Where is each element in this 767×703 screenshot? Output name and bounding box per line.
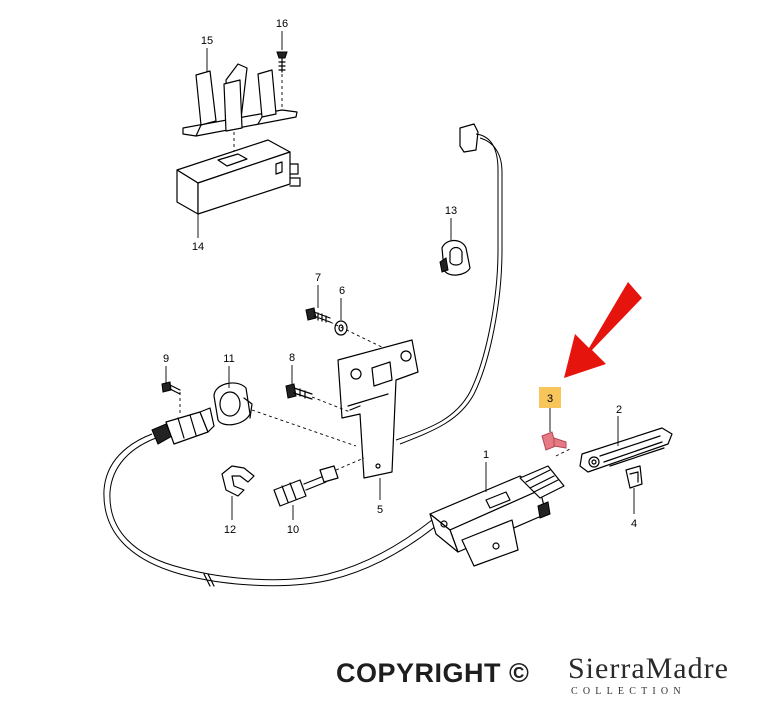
part-5-bracket-plate <box>337 339 419 479</box>
cable-end-connector <box>151 407 215 445</box>
part-8-screw <box>285 383 313 400</box>
part-3-pin-highlighted <box>539 387 567 451</box>
part-13-clip <box>439 239 471 276</box>
part-1-actuator <box>429 465 565 567</box>
part-4-clip <box>625 465 643 489</box>
callout-12: 12 <box>224 524 236 536</box>
callout-10: 10 <box>287 524 299 536</box>
cable-lower <box>103 433 437 587</box>
cable-upper <box>395 123 503 445</box>
callout-15: 15 <box>201 35 213 47</box>
part-14-control-unit <box>176 139 301 215</box>
brand-subtitle: COLLECTION <box>571 686 686 697</box>
part-6-washer <box>334 320 348 336</box>
callout-2: 2 <box>616 404 622 416</box>
callout-11: 11 <box>223 353 234 365</box>
brand-logo-text: SierraMadre <box>568 652 729 685</box>
callout-13: 13 <box>445 205 457 217</box>
copyright-notice: COPYRIGHT © <box>336 658 530 688</box>
part-15-bracket <box>182 63 298 137</box>
callout-labels: 1 2 3 4 5 6 7 8 9 10 11 12 13 14 15 16 <box>163 18 637 536</box>
callout-4: 4 <box>631 518 637 530</box>
part-10-rod-connector <box>273 465 339 507</box>
callout-7: 7 <box>315 272 321 284</box>
callout-6: 6 <box>339 285 345 297</box>
callout-8: 8 <box>289 352 295 364</box>
part-16-screw <box>276 51 288 73</box>
callout-16: 16 <box>276 18 288 30</box>
callout-5: 5 <box>377 504 383 516</box>
part-11-sleeve <box>213 382 253 426</box>
part-9-screw <box>161 381 181 395</box>
callout-3: 3 <box>547 393 553 405</box>
red-pointer-arrow <box>564 282 642 378</box>
callout-14: 14 <box>192 241 204 253</box>
part-2-lever <box>579 427 673 473</box>
part-7-screw <box>305 307 331 323</box>
part-12-clip <box>221 465 255 497</box>
callout-1: 1 <box>483 449 489 461</box>
callout-9: 9 <box>163 353 169 365</box>
